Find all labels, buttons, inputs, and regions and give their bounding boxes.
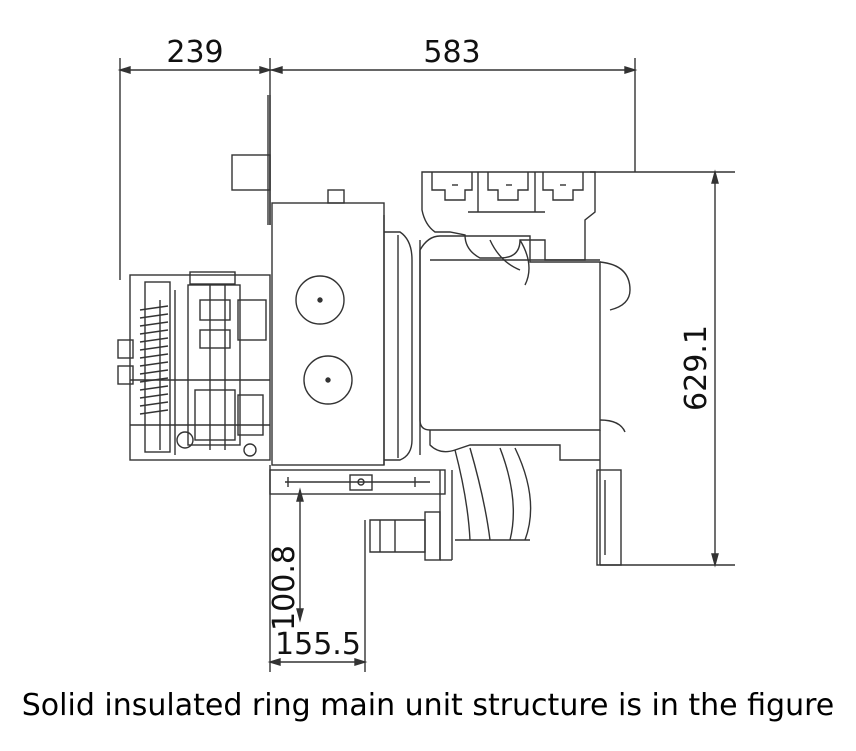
solid-insulated-tank: [419, 235, 631, 433]
rmu-structure-drawing: 239 583 629.1 100.8 155.5: [117, 35, 735, 672]
dimension-label-100-8: 100.8: [267, 545, 302, 631]
top-bushings: [421, 171, 596, 286]
dimension-height: [590, 169, 735, 568]
flange: [384, 231, 421, 461]
dimension-bottom-offset: [267, 465, 368, 672]
dimension-label-155-5: 155.5: [275, 627, 361, 662]
dimension-label-239: 239: [166, 35, 223, 70]
figure-caption: Solid insulated ring main unit structure…: [21, 688, 835, 723]
dimension-left-width: [117, 58, 273, 280]
front-panel: [231, 95, 271, 225]
main-enclosure: [271, 189, 385, 466]
dimension-label-583: 583: [423, 35, 480, 70]
dimension-label-629-1: 629.1: [679, 325, 714, 411]
dimension-bottom-height: [296, 487, 304, 623]
cable-connector: [369, 511, 441, 561]
operating-mechanism: [117, 271, 271, 461]
bottom-conductors: [429, 430, 622, 566]
